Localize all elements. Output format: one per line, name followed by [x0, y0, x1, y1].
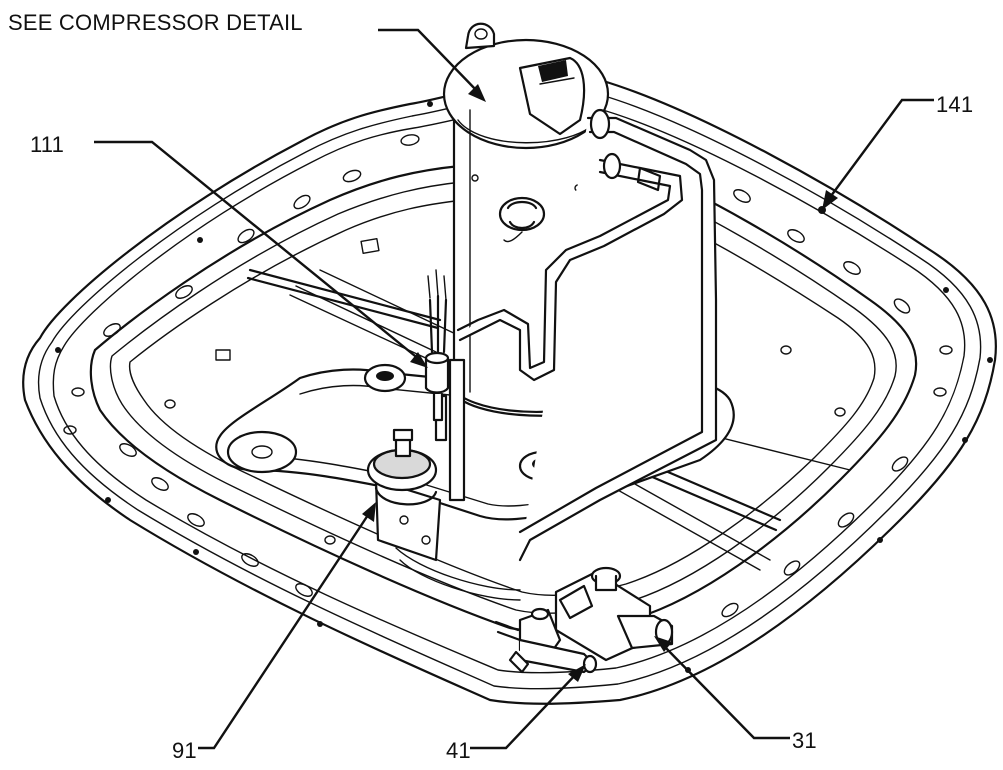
component-91-pressure-switch	[366, 428, 442, 562]
callout-111: 111	[30, 132, 65, 157]
service-valves	[494, 566, 674, 674]
edge-ticks	[55, 101, 993, 673]
callout-91: 91	[172, 738, 197, 763]
leader-lines	[94, 28, 934, 750]
callout-41: 41	[446, 738, 471, 763]
callout-31: 31	[792, 728, 817, 753]
base-pan	[22, 76, 997, 705]
component-111-sensor	[424, 269, 450, 422]
callout-see-compressor-detail: SEE COMPRESSOR DETAIL	[8, 10, 303, 35]
refrigerant-piping	[395, 108, 718, 601]
callout-141: 141	[936, 92, 974, 117]
